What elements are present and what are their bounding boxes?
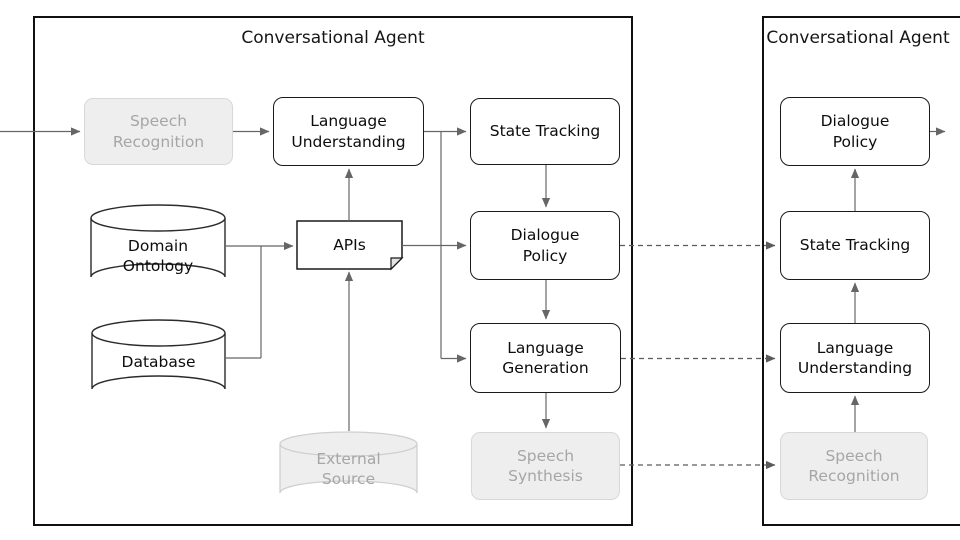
node-language-generation-left: Language Generation: [470, 323, 621, 393]
right-agent-frame: [762, 16, 960, 526]
node-language-understanding-right: Language Understanding: [780, 323, 930, 393]
node-label: Language Understanding: [291, 112, 406, 151]
node-label: External Source: [316, 449, 381, 488]
node-apis: APIs: [297, 221, 402, 269]
node-label: State Tracking: [489, 122, 601, 141]
node-label: Dialogue Policy: [510, 226, 580, 265]
node-speech-synthesis-left: Speech Synthesis: [471, 432, 620, 500]
node-domain-ontology: Domain Ontology: [91, 226, 225, 286]
node-dialogue-policy-left: Dialogue Policy: [470, 211, 620, 280]
node-label: Speech Recognition: [808, 446, 900, 485]
node-label: Language Generation: [502, 338, 589, 377]
left-agent-title: Conversational Agent: [241, 28, 425, 48]
node-speech-recognition-right: Speech Recognition: [780, 432, 928, 500]
node-label: Domain Ontology: [122, 236, 194, 275]
right-agent-title: Conversational Agent: [766, 28, 950, 48]
node-state-tracking-right: State Tracking: [780, 211, 930, 280]
node-label: Dialogue Policy: [820, 112, 890, 151]
node-label: Speech Recognition: [112, 112, 205, 151]
node-external-source: External Source: [280, 440, 417, 498]
node-label: State Tracking: [799, 236, 911, 255]
node-label: Language Understanding: [797, 338, 913, 377]
left-agent-frame: [33, 16, 633, 526]
node-language-understanding-left: Language Understanding: [273, 97, 424, 166]
node-label: Speech Synthesis: [508, 446, 583, 485]
node-state-tracking-left: State Tracking: [470, 98, 620, 165]
node-label: APIs: [333, 235, 366, 254]
node-dialogue-policy-right: Dialogue Policy: [780, 97, 930, 166]
node-label: Database: [121, 352, 196, 371]
node-speech-recognition-left: Speech Recognition: [84, 98, 233, 165]
node-database: Database: [92, 331, 225, 393]
